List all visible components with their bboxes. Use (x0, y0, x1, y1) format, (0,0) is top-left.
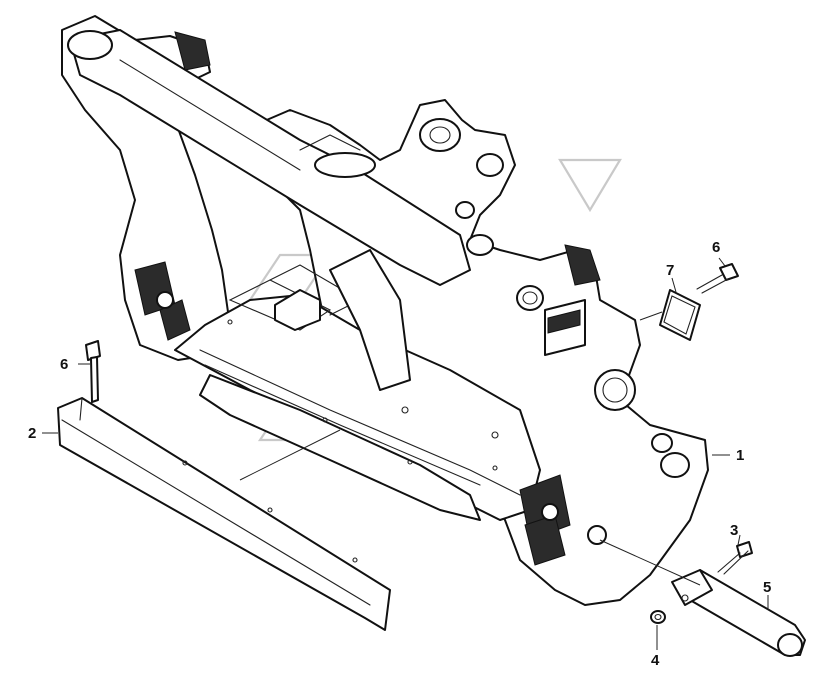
tube-end-left (67, 30, 113, 60)
pin-assembly (650, 541, 806, 657)
cover-plate (659, 289, 701, 341)
pin-hole (476, 153, 504, 177)
lock-plate (274, 289, 321, 331)
bottom-strip-plate (57, 397, 391, 631)
upper-pin-boss (419, 118, 461, 152)
callout-3: 3 (730, 522, 738, 539)
callout-7: 7 (666, 262, 674, 279)
large-bore (594, 369, 636, 411)
pin-bore (587, 525, 607, 545)
quick-coupler-frame (61, 15, 709, 606)
bolt-upper-right (696, 263, 739, 294)
callout-labels: 1 2 3 4 5 6 6 7 (28, 239, 771, 669)
center-gusset (329, 249, 411, 391)
leader-lines (42, 257, 769, 650)
callout-5: 5 (763, 579, 771, 596)
callout-6b: 6 (712, 239, 720, 256)
bolt-lower-left (85, 340, 101, 403)
grease-boss (455, 201, 475, 219)
callout-6a: 6 (60, 356, 68, 373)
lower-strut (199, 374, 481, 521)
grease-nipple (651, 433, 673, 453)
callout-4: 4 (651, 652, 660, 669)
callout-1: 1 (736, 447, 744, 464)
callout-2: 2 (28, 425, 36, 442)
washer (650, 610, 666, 624)
upper-cross-tube (69, 29, 471, 286)
side-boss (516, 285, 544, 311)
